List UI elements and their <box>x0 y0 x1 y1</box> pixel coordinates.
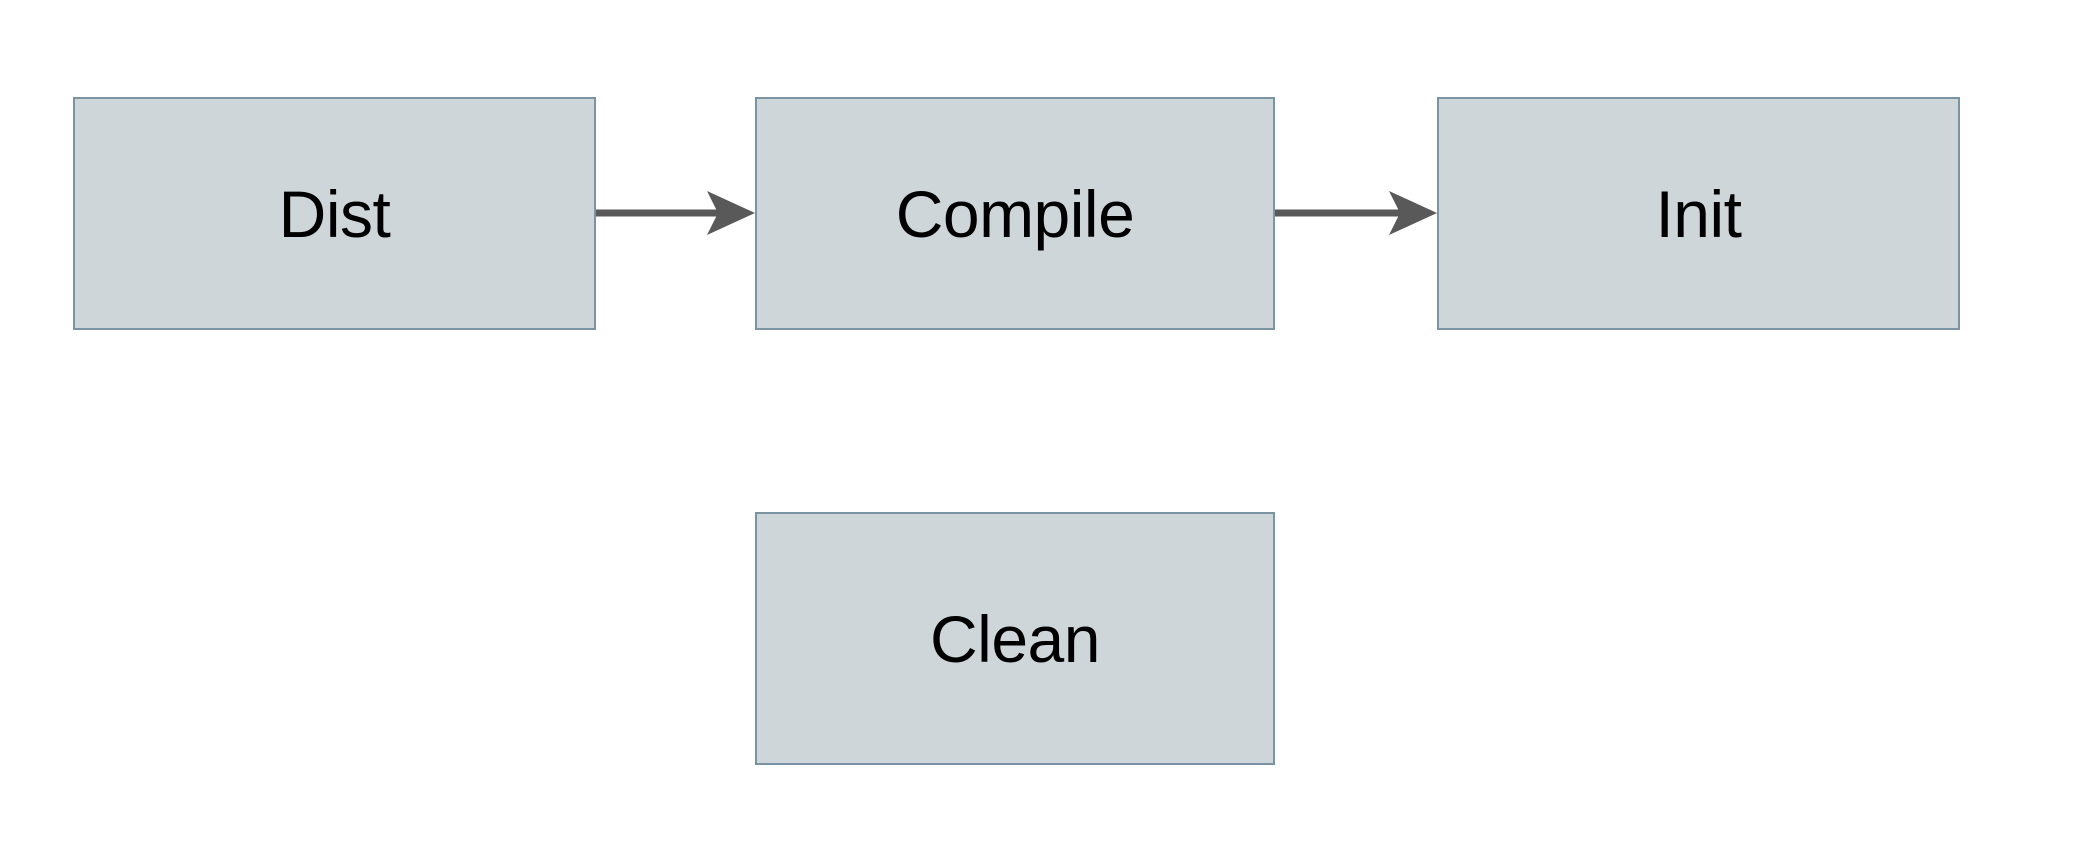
node-dist[interactable]: Dist <box>73 97 596 330</box>
node-compile-label: Compile <box>895 176 1135 251</box>
node-init-label: Init <box>1655 176 1742 251</box>
edge-dist-to-compile-arrowhead <box>707 191 755 235</box>
edge-compile-to-init[interactable] <box>1275 191 1437 235</box>
node-dist-label: Dist <box>278 176 391 251</box>
node-clean[interactable]: Clean <box>755 512 1275 765</box>
node-init[interactable]: Init <box>1437 97 1960 330</box>
edge-dist-to-compile[interactable] <box>596 191 755 235</box>
edge-compile-to-init-arrowhead <box>1389 191 1437 235</box>
node-clean-label: Clean <box>930 601 1100 676</box>
node-compile[interactable]: Compile <box>755 97 1275 330</box>
